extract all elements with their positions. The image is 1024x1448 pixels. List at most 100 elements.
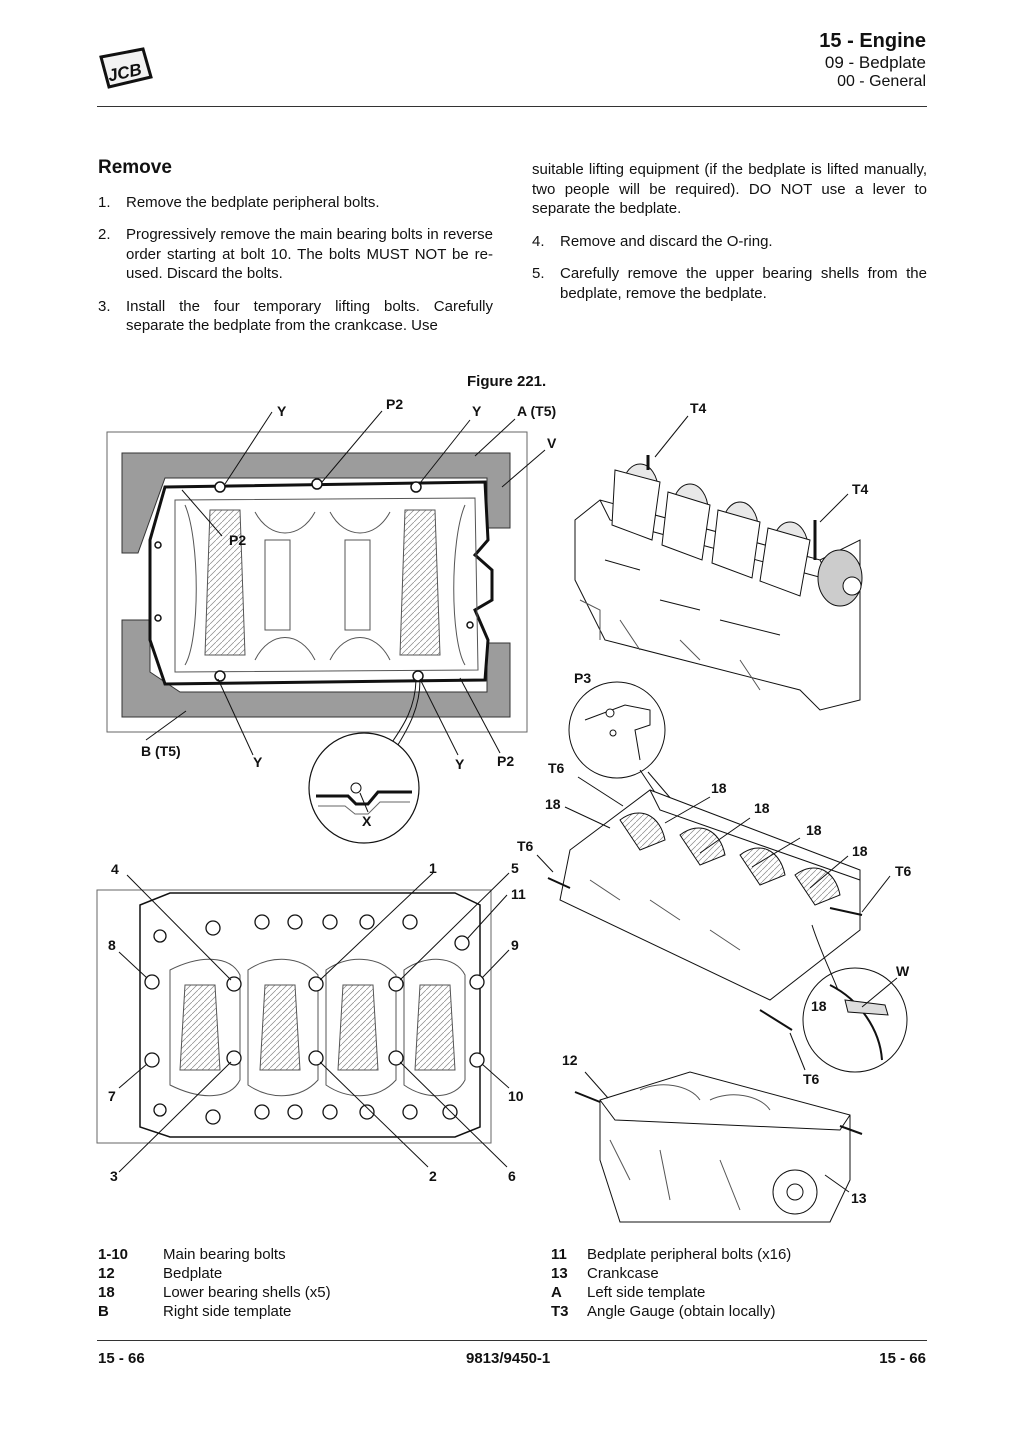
callout-t6: T6 (895, 863, 912, 879)
legend-item: 1-10 Main bearing bolts (98, 1245, 331, 1264)
bedplate-figure: Y P2 Y A (T5) V P2 B (T5) Y Y P2 X T4 (96, 396, 912, 1223)
callout-7: 7 (108, 1088, 116, 1104)
callout-6: 6 (508, 1168, 516, 1184)
step-text: Remove the bedplate peripheral bolts. (126, 193, 380, 211)
callout-13: 13 (851, 1190, 867, 1206)
crankcase-bearing-shells-diagram (536, 681, 908, 1073)
callout-t6: T6 (517, 838, 534, 854)
legend-left: 1-10 Main bearing bolts 12 Bedplate 18 Lowe… (98, 1245, 331, 1321)
callout-3: 3 (110, 1168, 118, 1184)
step-text: Progressively remove the main bearing bo… (126, 226, 493, 282)
legend-desc: Crankcase (587, 1265, 659, 1282)
callout-y: Y (455, 756, 465, 772)
callout-y: Y (253, 754, 263, 770)
crankcase-crankshaft-diagram (574, 415, 863, 711)
step-text: Remove and discard the O-ring. (560, 232, 773, 250)
callout-5: 5 (511, 860, 519, 876)
legend-key: A (551, 1284, 562, 1301)
procedure-step: 3. Install the four temporary lifting bo… (98, 297, 493, 336)
jcb-logo: JCB (99, 47, 153, 89)
legend-key: 1-10 (98, 1246, 129, 1263)
callout-18: 18 (711, 780, 727, 796)
step-number: 5. (532, 265, 545, 282)
legend-item: 12 Bedplate (98, 1264, 331, 1283)
step-number: 1. (98, 193, 111, 211)
callout-x: X (362, 813, 372, 829)
callout-11: 11 (511, 886, 526, 902)
procedure-column-right: suitable lifting equipment (if the bedpl… (532, 160, 927, 316)
procedure-step: 1. Remove the bedplate peripheral bolts. (98, 193, 493, 213)
legend-desc: Left side template (587, 1284, 706, 1301)
callout-t6: T6 (548, 760, 565, 776)
procedure-column-left: Remove 1. Remove the bedplate peripheral… (98, 158, 493, 349)
step-text: Install the four temporary lifting bolts… (126, 297, 493, 335)
legend-desc: Main bearing bolts (163, 1246, 286, 1263)
callout-a-t5: A (T5) (517, 403, 556, 419)
legend-desc: Angle Gauge (obtain locally) (587, 1303, 776, 1320)
bedplate-crankcase-diagram (574, 1071, 863, 1223)
bolt-sequence-diagram (96, 872, 510, 1173)
footer-page-right: 15 - 66 (879, 1350, 926, 1367)
legend-key: 11 (551, 1246, 567, 1263)
procedure-step: 2. Progressively remove the main bearing… (98, 225, 493, 284)
legend-right: 11 Bedplate peripheral bolts (x16) 13 Cran… (551, 1245, 791, 1321)
step-text: Carefully remove the upper bearing shell… (560, 265, 927, 302)
callout-12: 12 (562, 1052, 578, 1068)
figure-label: Figure 221. (467, 373, 547, 390)
legend-desc: Lower bearing shells (x5) (163, 1284, 331, 1301)
callout-2: 2 (429, 1168, 437, 1184)
footer-divider (97, 1340, 927, 1341)
callout-18: 18 (811, 998, 827, 1014)
page-header: 15 - Engine 09 - Bedplate 00 - General (819, 30, 926, 91)
callout-p2: P2 (497, 753, 514, 769)
callout-18: 18 (754, 800, 770, 816)
callout-8: 8 (108, 937, 116, 953)
callout-9: 9 (511, 937, 519, 953)
callout-1: 1 (429, 860, 437, 876)
legend-desc: Right side template (163, 1303, 292, 1320)
callout-y: Y (472, 403, 482, 419)
legend-key: 13 (551, 1265, 568, 1282)
legend-desc: Bedplate (163, 1265, 223, 1282)
callout-b-t5: B (T5) (141, 743, 181, 759)
header-divider (97, 106, 927, 107)
callout-10: 10 (508, 1088, 524, 1104)
topic-title: 00 - General (837, 72, 926, 90)
callout-p3: P3 (574, 670, 591, 686)
callout-18: 18 (545, 796, 561, 812)
legend-key: 18 (98, 1284, 115, 1301)
callout-18: 18 (852, 843, 868, 859)
template-diagram (106, 410, 546, 844)
legend-key: 12 (98, 1265, 115, 1282)
remove-heading: Remove (98, 157, 172, 178)
legend-item: 13 Crankcase (551, 1264, 791, 1283)
subsection-title: 09 - Bedplate (824, 53, 926, 72)
callout-t4: T4 (852, 481, 869, 497)
callout-p2: P2 (386, 396, 403, 412)
callout-t4: T4 (690, 400, 707, 416)
callout-t6: T6 (803, 1071, 820, 1087)
procedure-step: 4. Remove and discard the O-ring. (532, 232, 927, 252)
callout-y: Y (277, 403, 287, 419)
step-number: 4. (532, 232, 545, 250)
legend-item: 11 Bedplate peripheral bolts (x16) (551, 1245, 791, 1264)
step-continuation: suitable lifting equipment (if the bedpl… (532, 161, 927, 217)
callout-p2: P2 (229, 532, 246, 548)
legend-key: B (98, 1303, 109, 1320)
legend-item: B Right side template (98, 1302, 331, 1321)
legend-item: A Left side template (551, 1283, 791, 1302)
callout-w: W (896, 963, 910, 979)
callout-v: V (547, 435, 557, 451)
procedure-step: 5. Carefully remove the upper bearing sh… (532, 264, 927, 303)
footer-page-left: 15 - 66 (98, 1350, 145, 1367)
step-number: 2. (98, 226, 111, 243)
legend-item: T3 Angle Gauge (obtain locally) (551, 1302, 791, 1321)
footer-doc-number: 9813/9450-1 (466, 1350, 551, 1367)
legend-key: T3 (551, 1303, 569, 1320)
legend-desc: Bedplate peripheral bolts (x16) (587, 1246, 792, 1263)
callout-4: 4 (111, 861, 119, 877)
section-title: 15 - Engine (819, 30, 926, 52)
callout-18: 18 (806, 822, 822, 838)
legend-item: 18 Lower bearing shells (x5) (98, 1283, 331, 1302)
step-number: 3. (98, 297, 111, 315)
